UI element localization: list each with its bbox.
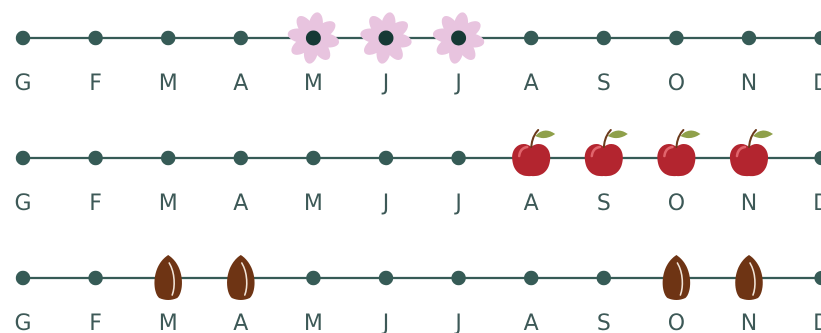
month-label: A [524, 71, 539, 96]
month-dot [596, 270, 611, 286]
month-dot [306, 270, 321, 286]
month-label: J [381, 71, 390, 96]
month-dot [814, 270, 821, 286]
month-label: F [89, 191, 102, 216]
month-dot [524, 30, 539, 46]
month-label: G [14, 71, 31, 96]
month-dot [596, 30, 611, 46]
month-dot [669, 30, 684, 46]
month-dot [378, 270, 394, 286]
month-dot [15, 150, 31, 166]
month-label: D [813, 71, 821, 96]
month-dot [451, 150, 466, 166]
month-dot [161, 30, 176, 46]
month-dot [15, 270, 31, 286]
month-dot [306, 150, 321, 166]
month-label: J [453, 191, 462, 216]
timeline-row-sowing: GFMAMJJASOND [14, 255, 821, 333]
month-dot [233, 150, 248, 166]
month-label: A [524, 191, 539, 216]
month-dot [88, 150, 103, 166]
month-dot [88, 30, 103, 46]
seed-icon [662, 255, 691, 300]
flower-icon [287, 12, 340, 64]
month-label: A [233, 311, 248, 333]
month-label: G [14, 191, 31, 216]
month-dot [814, 150, 821, 166]
month-label: N [741, 191, 757, 216]
month-label: M [159, 191, 178, 216]
apple-icon [729, 129, 773, 177]
month-dot [161, 150, 176, 166]
month-label: F [89, 311, 102, 333]
seed-icon [154, 255, 182, 300]
month-label: D [813, 191, 821, 216]
month-label: N [741, 311, 757, 333]
month-dot [451, 270, 466, 286]
month-label: O [668, 191, 685, 216]
month-label: N [741, 71, 757, 96]
month-label: G [14, 311, 31, 333]
month-label: A [233, 71, 248, 96]
month-label: O [668, 311, 685, 333]
month-dot [814, 30, 821, 46]
month-label: M [304, 191, 323, 216]
month-label: O [668, 71, 685, 96]
month-label: A [524, 311, 539, 333]
month-label: M [159, 311, 178, 333]
month-label: J [381, 191, 390, 216]
timeline-row-fruiting: GFMAMJJASOND [14, 129, 821, 216]
flower-icon [432, 12, 485, 64]
month-label: J [453, 311, 462, 333]
month-dot [15, 30, 31, 46]
month-label: D [813, 311, 821, 333]
apple-icon [512, 129, 556, 177]
month-label: F [89, 71, 102, 96]
month-dot [233, 30, 248, 46]
month-label: S [597, 191, 611, 216]
month-dot [88, 270, 103, 286]
flower-icon [360, 12, 412, 64]
month-label: M [304, 71, 323, 96]
timeline-row-flowering: GFMAMJJASOND [14, 12, 821, 96]
month-label: S [597, 71, 611, 96]
month-label: A [233, 191, 248, 216]
month-dot [741, 30, 757, 46]
apple-icon [657, 129, 701, 177]
month-label: J [453, 71, 462, 96]
month-label: M [304, 311, 323, 333]
seed-icon [227, 255, 255, 300]
month-label: J [381, 311, 390, 333]
month-dot [378, 150, 394, 166]
month-label: S [597, 311, 611, 333]
month-label: M [159, 71, 178, 96]
month-dot [524, 270, 539, 286]
apple-icon [584, 129, 628, 177]
seed-icon [735, 255, 763, 300]
